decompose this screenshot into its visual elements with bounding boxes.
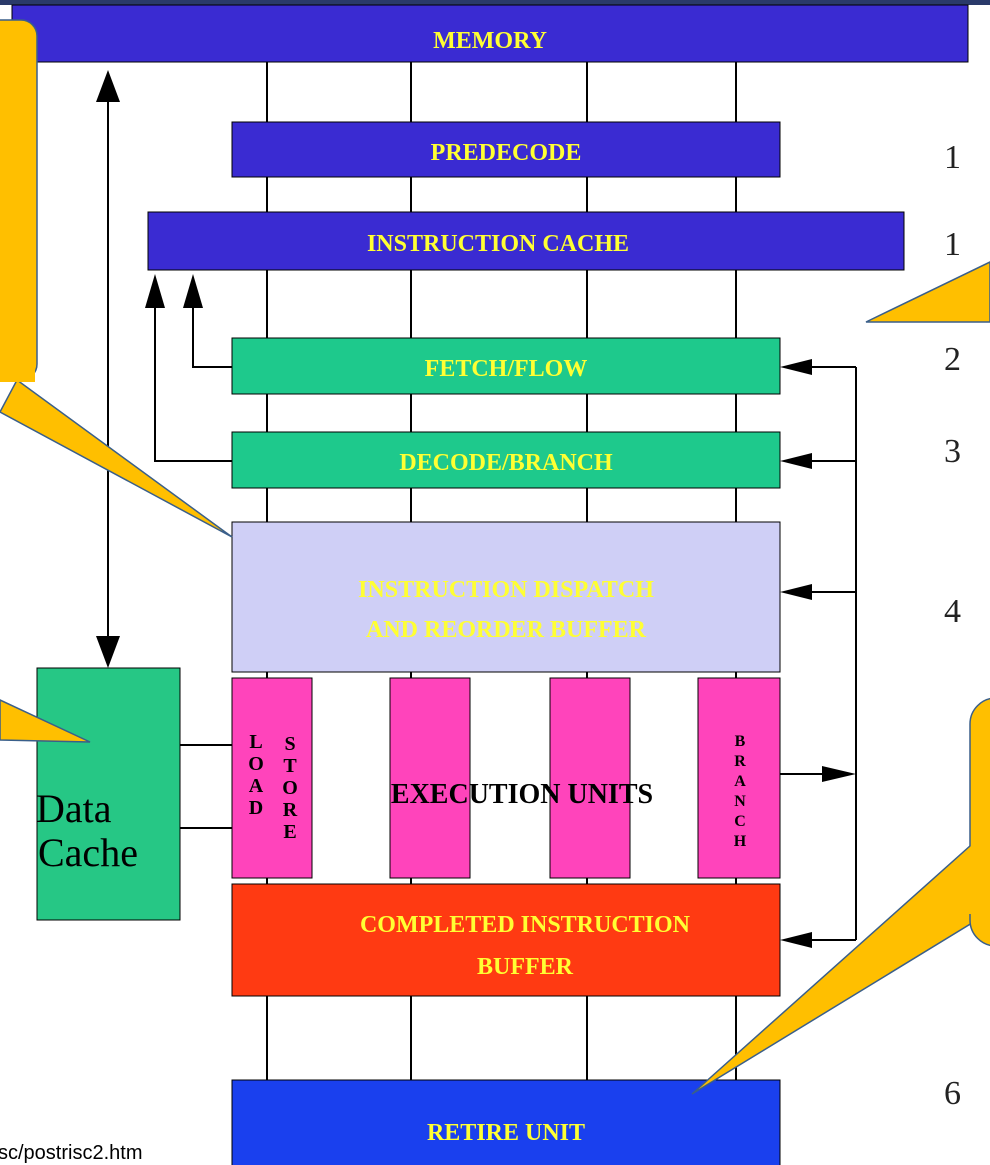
side-number: 1 <box>944 226 961 263</box>
branch-letter: B <box>735 733 746 750</box>
arrow-left-icon <box>780 453 812 469</box>
side-number: 2 <box>944 341 961 378</box>
store-letter: R <box>283 799 298 821</box>
branch-letter: C <box>734 813 746 830</box>
instruction-cache-label: INSTRUCTION CACHE <box>367 231 629 257</box>
callout-right-top <box>866 262 990 322</box>
fetch-flow-label: FETCH/FLOW <box>425 356 588 382</box>
arrow-right-icon <box>822 766 856 782</box>
completed-label-line2: BUFFER <box>477 954 574 980</box>
predecode-label: PREDECODE <box>431 140 582 166</box>
datacache-loadstore-lines <box>180 745 232 828</box>
store-letter: T <box>283 755 297 777</box>
store-letter: S <box>284 733 295 755</box>
side-number: 3 <box>944 433 961 470</box>
data-cache-label-line2: Cache <box>38 830 138 875</box>
execution-units-label: EXECUTION UNITS <box>391 779 653 810</box>
load-letter: L <box>249 731 262 753</box>
execution-unit-2 <box>390 678 470 878</box>
load-store-unit <box>232 678 312 878</box>
execution-unit-3 <box>550 678 630 878</box>
store-letter: O <box>282 777 298 799</box>
source-url[interactable]: sc/postrisc2.htm <box>0 1142 142 1164</box>
side-number: 4 <box>944 593 961 630</box>
branch-letter: R <box>734 753 746 770</box>
cache-feedback-lines <box>155 298 232 461</box>
side-number: 6 <box>944 1075 961 1112</box>
dispatch-label-line2: AND REORDER BUFFER <box>366 617 647 643</box>
arrow-left-icon <box>780 584 812 600</box>
dispatch-label-line1: INSTRUCTION DISPATCH <box>358 577 654 603</box>
store-letter: E <box>283 821 296 843</box>
decode-branch-label: DECODE/BRANCH <box>399 450 613 476</box>
completed-label-line1: COMPLETED INSTRUCTION <box>360 912 691 938</box>
retire-unit-label: RETIRE UNIT <box>427 1120 585 1146</box>
arrow-up-icon <box>183 274 203 308</box>
branch-letter: N <box>734 793 746 810</box>
memory-datacache-arrow <box>96 70 120 668</box>
memory-label: MEMORY <box>433 28 547 54</box>
side-number: 1 <box>944 139 961 176</box>
load-letter: D <box>249 797 263 819</box>
data-cache-label-line1: Data <box>36 786 112 831</box>
arrow-up-icon <box>145 274 165 308</box>
branch-feedback-bus <box>780 367 856 940</box>
arrow-left-icon <box>780 359 812 375</box>
top-banner-strip <box>0 0 990 5</box>
branch-letter: A <box>734 773 746 790</box>
load-letter: O <box>248 753 264 775</box>
branch-letter: H <box>734 833 747 850</box>
load-letter: A <box>249 775 264 797</box>
arrow-left-icon <box>780 932 812 948</box>
